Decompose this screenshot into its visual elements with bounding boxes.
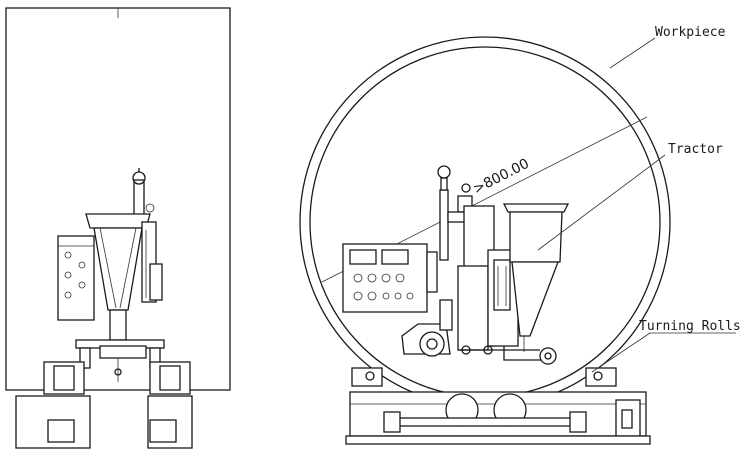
workpiece-leader [609, 37, 656, 69]
hopper-rim [502, 203, 570, 213]
tractor-label: Tractor [668, 142, 723, 157]
workpiece-label: Workpiece [655, 25, 726, 40]
turning-rolls-label: Turning Rolls [639, 319, 740, 334]
front-view [299, 36, 736, 445]
guide-wheel [539, 347, 557, 365]
side-hopper-top [85, 213, 151, 229]
side-hopper-body [93, 227, 143, 311]
side-view [5, 7, 231, 449]
hopper-body [509, 211, 563, 263]
side-control-box [57, 235, 95, 321]
drive-wheel [419, 331, 445, 357]
turning-rolls-leader [591, 332, 651, 373]
tractor-leader [537, 154, 666, 251]
hopper-cone [511, 261, 559, 337]
